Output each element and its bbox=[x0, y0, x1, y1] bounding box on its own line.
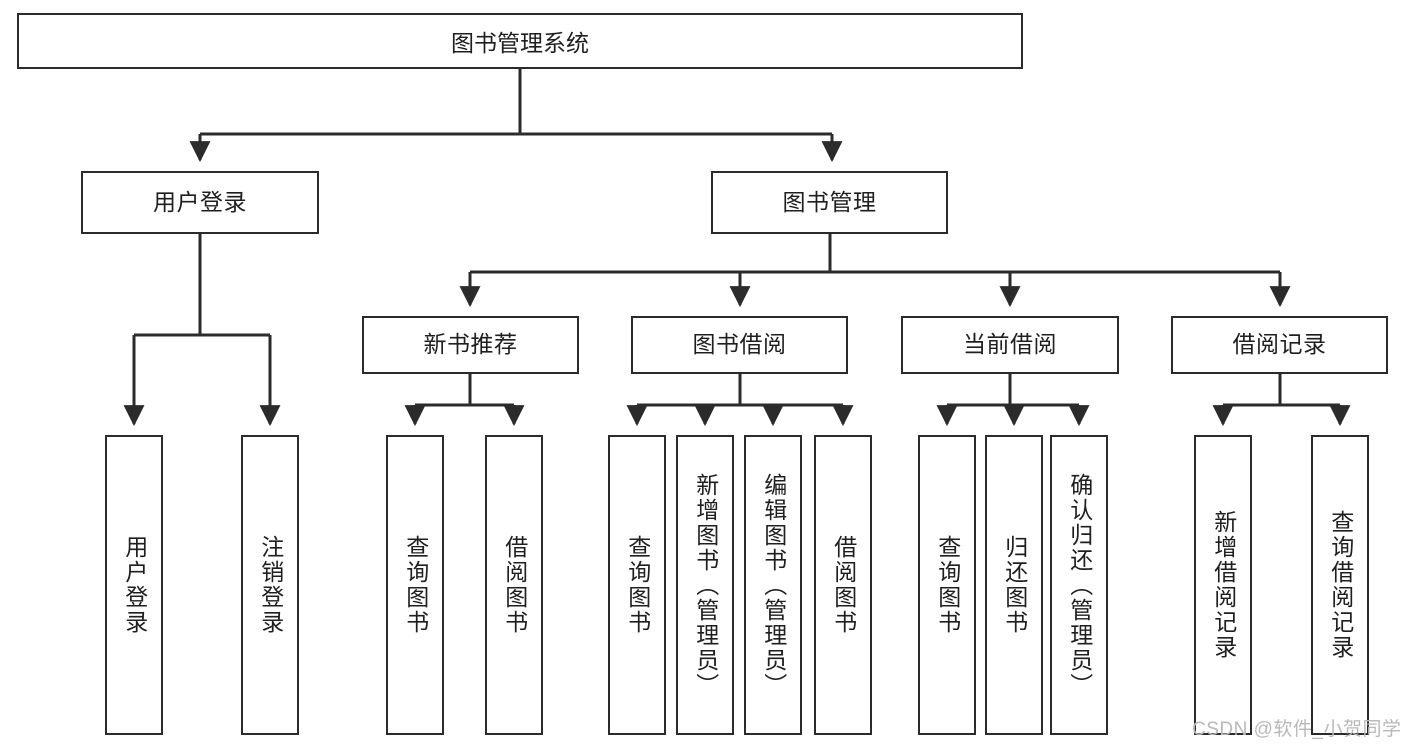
leaf-edit-book-admin[interactable]: 编辑图书（管理员） bbox=[744, 435, 802, 735]
leaf-add-book-admin[interactable]: 新增图书（管理员） bbox=[676, 435, 734, 735]
node-book-manage[interactable]: 图书管理 bbox=[711, 171, 948, 234]
node-label: 借阅图书 bbox=[830, 535, 857, 635]
node-label: 新增图书（管理员） bbox=[692, 472, 719, 698]
node-label: 查询图书 bbox=[624, 535, 651, 635]
node-label: 查询图书 bbox=[934, 535, 961, 635]
leaf-borrow-book-recommend[interactable]: 借阅图书 bbox=[485, 435, 543, 735]
node-label: 查询借阅记录 bbox=[1327, 510, 1354, 660]
node-current-borrow[interactable]: 当前借阅 bbox=[901, 316, 1119, 374]
node-user-login[interactable]: 用户登录 bbox=[81, 171, 319, 234]
node-label: 当前借阅 bbox=[963, 331, 1057, 358]
leaf-borrow-book[interactable]: 借阅图书 bbox=[814, 435, 872, 735]
node-label: 用户登录 bbox=[121, 535, 148, 635]
node-new-book-recommendation[interactable]: 新书推荐 bbox=[362, 316, 579, 374]
leaf-query-book-current[interactable]: 查询图书 bbox=[918, 435, 976, 735]
node-label: 图书管理系统 bbox=[451, 30, 589, 56]
node-label: 查询图书 bbox=[402, 535, 429, 635]
node-label: 新书推荐 bbox=[423, 331, 518, 358]
node-label: 归还图书 bbox=[1001, 535, 1028, 635]
leaf-query-book-recommend[interactable]: 查询图书 bbox=[386, 435, 444, 735]
node-label: 编辑图书（管理员） bbox=[760, 472, 787, 698]
leaf-user-login[interactable]: 用户登录 bbox=[105, 435, 163, 735]
leaf-query-book-borrow[interactable]: 查询图书 bbox=[608, 435, 666, 735]
node-root-system[interactable]: 图书管理系统 bbox=[17, 13, 1023, 69]
leaf-return-book[interactable]: 归还图书 bbox=[985, 435, 1043, 735]
watermark-csdn: CSDN @软件_小贺同学 bbox=[1192, 719, 1402, 740]
node-label: 确认归还（管理员） bbox=[1066, 472, 1093, 698]
node-borrow-record[interactable]: 借阅记录 bbox=[1171, 316, 1388, 374]
node-label: 新增借阅记录 bbox=[1210, 510, 1237, 660]
node-book-borrow[interactable]: 图书借阅 bbox=[631, 316, 848, 374]
leaf-logout[interactable]: 注销登录 bbox=[241, 435, 299, 735]
leaf-confirm-return-admin[interactable]: 确认归还（管理员） bbox=[1050, 435, 1108, 735]
leaf-query-borrow-record[interactable]: 查询借阅记录 bbox=[1311, 435, 1369, 735]
node-label: 借阅记录 bbox=[1232, 331, 1327, 358]
node-label: 图书借阅 bbox=[692, 331, 787, 358]
leaf-add-borrow-record[interactable]: 新增借阅记录 bbox=[1194, 435, 1252, 735]
node-label: 注销登录 bbox=[257, 535, 284, 635]
node-label: 借阅图书 bbox=[501, 535, 528, 635]
node-label: 图书管理 bbox=[782, 188, 877, 215]
node-label: 用户登录 bbox=[153, 188, 247, 215]
